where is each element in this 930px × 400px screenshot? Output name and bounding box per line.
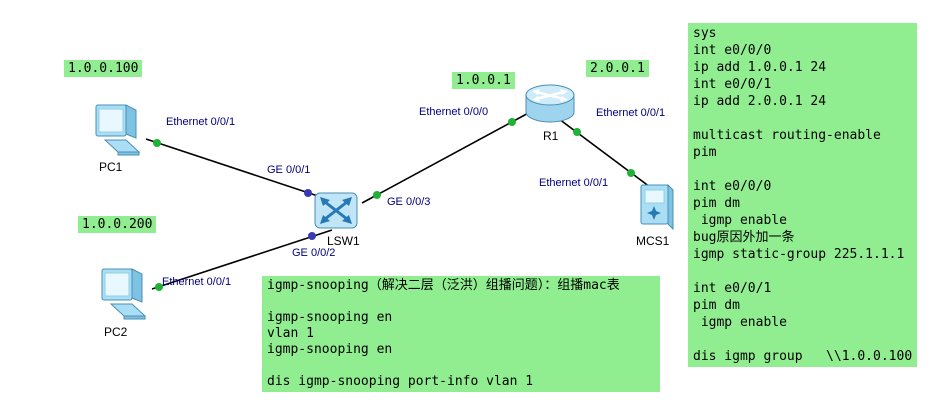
port-status-dot-pc2-eth — [155, 283, 163, 291]
port-label-lsw1-ge003: GE 0/0/3 — [387, 196, 431, 208]
device-label-lsw1: LSW1 — [327, 234, 360, 248]
device-lsw1[interactable] — [313, 189, 359, 237]
port-label-pc1-eth001: Ethernet 0/0/1 — [166, 116, 236, 128]
ip-label-pc1[interactable]: 1.0.0.100 — [64, 60, 143, 77]
port-status-dot-r1-eth0 — [508, 118, 516, 126]
port-status-dot-lsw1-ge3 — [373, 191, 381, 199]
note-igmp-snooping[interactable]: igmp-snooping（解决二层（泛洪）组播问题）：组播mac表 igmp-… — [262, 276, 660, 392]
device-label-pc1: PC1 — [99, 160, 123, 174]
device-r1[interactable] — [523, 80, 577, 133]
port-label-lsw1-ge001: GE 0/0/1 — [267, 164, 311, 176]
pc-icon — [95, 104, 141, 156]
device-pc2[interactable] — [94, 267, 152, 326]
router-icon — [525, 84, 575, 123]
note-router-config[interactable]: sys int e0/0/0 ip add 1.0.0.1 24 int e0/… — [688, 23, 918, 367]
device-label-pc2: PC2 — [104, 325, 128, 339]
multicast-source-icon — [640, 183, 674, 231]
port-label-r1-eth000: Ethernet 0/0/0 — [419, 106, 489, 118]
link-lsw1-r1[interactable] — [361, 109, 535, 204]
port-status-dot-mcs1-eth — [627, 169, 635, 177]
pc-icon — [101, 268, 147, 320]
device-label-mcs1: MCS1 — [636, 234, 670, 248]
port-status-dot-lsw1-ge2 — [308, 232, 316, 240]
link-pc1-lsw1[interactable] — [145, 138, 328, 200]
port-status-dot-r1-eth1 — [573, 128, 581, 136]
ip-label-r1-e1[interactable]: 2.0.0.1 — [586, 60, 649, 77]
device-pc1[interactable] — [88, 103, 146, 162]
port-status-dot-lsw1-ge1 — [304, 189, 312, 197]
ip-label-pc2[interactable]: 1.0.0.200 — [78, 216, 157, 233]
link-pc2-lsw1[interactable] — [151, 229, 333, 290]
device-mcs1[interactable] — [637, 182, 677, 237]
port-status-dot-pc1-eth — [153, 139, 161, 147]
port-label-r1-eth001: Ethernet 0/0/1 — [596, 107, 666, 119]
device-label-r1: R1 — [543, 129, 559, 143]
port-label-pc2-eth001: Ethernet 0/0/1 — [162, 276, 232, 288]
switch-icon — [314, 192, 358, 229]
ip-label-r1-e0[interactable]: 1.0.0.1 — [452, 72, 515, 89]
port-label-lsw1-ge002: GE 0/0/2 — [292, 247, 336, 259]
port-label-mcs1-eth001: Ethernet 0/0/1 — [539, 177, 609, 189]
